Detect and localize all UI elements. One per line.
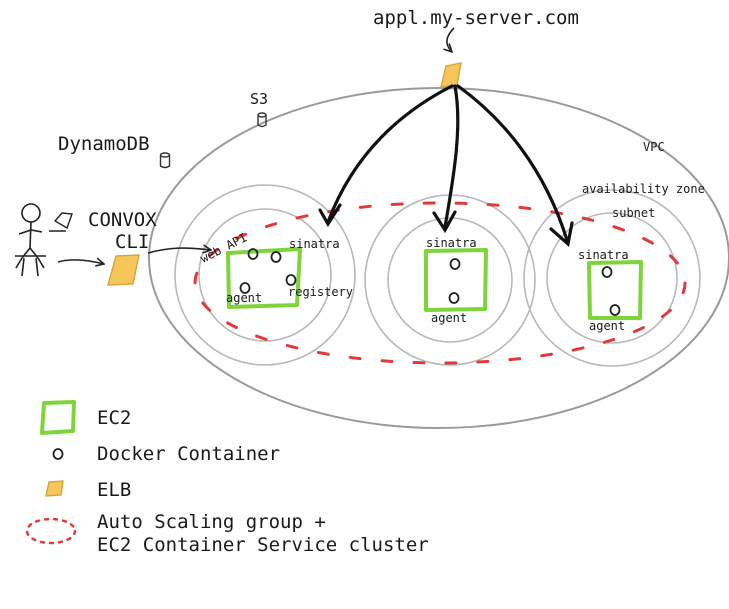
cli-to-api-arrow xyxy=(147,248,211,253)
elb-icon xyxy=(107,254,140,286)
availability-zone-3 xyxy=(523,189,701,367)
domain-arrow xyxy=(447,27,455,52)
ec2-icon xyxy=(226,247,302,309)
domain-label: appl.my-server.com xyxy=(373,7,579,29)
convox-label: CONVOX xyxy=(88,209,157,231)
legend: EC2 Docker Container ELB Auto Scaling gr… xyxy=(25,400,429,556)
legend-docker-label: Docker Container xyxy=(97,443,280,465)
legend-elb-label: ELB xyxy=(97,479,131,501)
container-icon xyxy=(448,292,460,304)
legend-asg-label-2: EC2 Container Service cluster xyxy=(97,534,429,556)
registery-label: registery xyxy=(288,285,353,299)
dynamodb-label: DynamoDB xyxy=(58,133,150,155)
container-icon xyxy=(601,266,613,278)
container-icon xyxy=(270,251,282,263)
ec2-icon xyxy=(587,260,643,320)
vpc-boundary xyxy=(148,87,729,429)
container-icon xyxy=(449,258,461,270)
legend-asg-label-1: Auto Scaling group + xyxy=(97,511,326,533)
agent-label: agent xyxy=(431,311,467,325)
container-icon xyxy=(247,248,259,260)
web-api-label: web API xyxy=(198,230,249,265)
availability-zone-label: availability zone xyxy=(582,182,705,196)
laptop-icon xyxy=(49,212,73,232)
container-icon xyxy=(52,448,64,460)
elb-to-instance-arrows xyxy=(318,84,574,248)
sinatra-label: sinatra xyxy=(289,237,340,251)
database-icon xyxy=(257,112,267,128)
availability-zone-1 xyxy=(174,184,356,366)
cli-label: CLI xyxy=(115,231,149,253)
elb-icon xyxy=(45,480,64,497)
agent-label: agent xyxy=(226,291,262,305)
container-icon xyxy=(609,304,621,316)
user-to-cli-arrow xyxy=(57,260,104,264)
user-icon xyxy=(15,203,46,277)
docker-containers xyxy=(239,248,621,316)
subnet-label: subnet xyxy=(612,206,655,220)
s3-label: S3 xyxy=(250,90,268,108)
container-icon xyxy=(239,282,251,294)
sinatra-label: sinatra xyxy=(426,236,477,250)
ec2-icon xyxy=(40,400,76,435)
auto-scaling-group-boundary xyxy=(193,201,687,365)
sinatra-label: sinatra xyxy=(578,248,629,262)
legend-ec2-label: EC2 xyxy=(97,407,131,429)
ec2-icon xyxy=(424,248,488,312)
database-icon xyxy=(159,152,171,169)
vpc-label: VPC xyxy=(643,140,665,154)
agent-label: agent xyxy=(589,319,625,333)
asg-icon xyxy=(25,517,77,545)
container-icon xyxy=(285,274,297,286)
elb-icon xyxy=(440,62,462,88)
